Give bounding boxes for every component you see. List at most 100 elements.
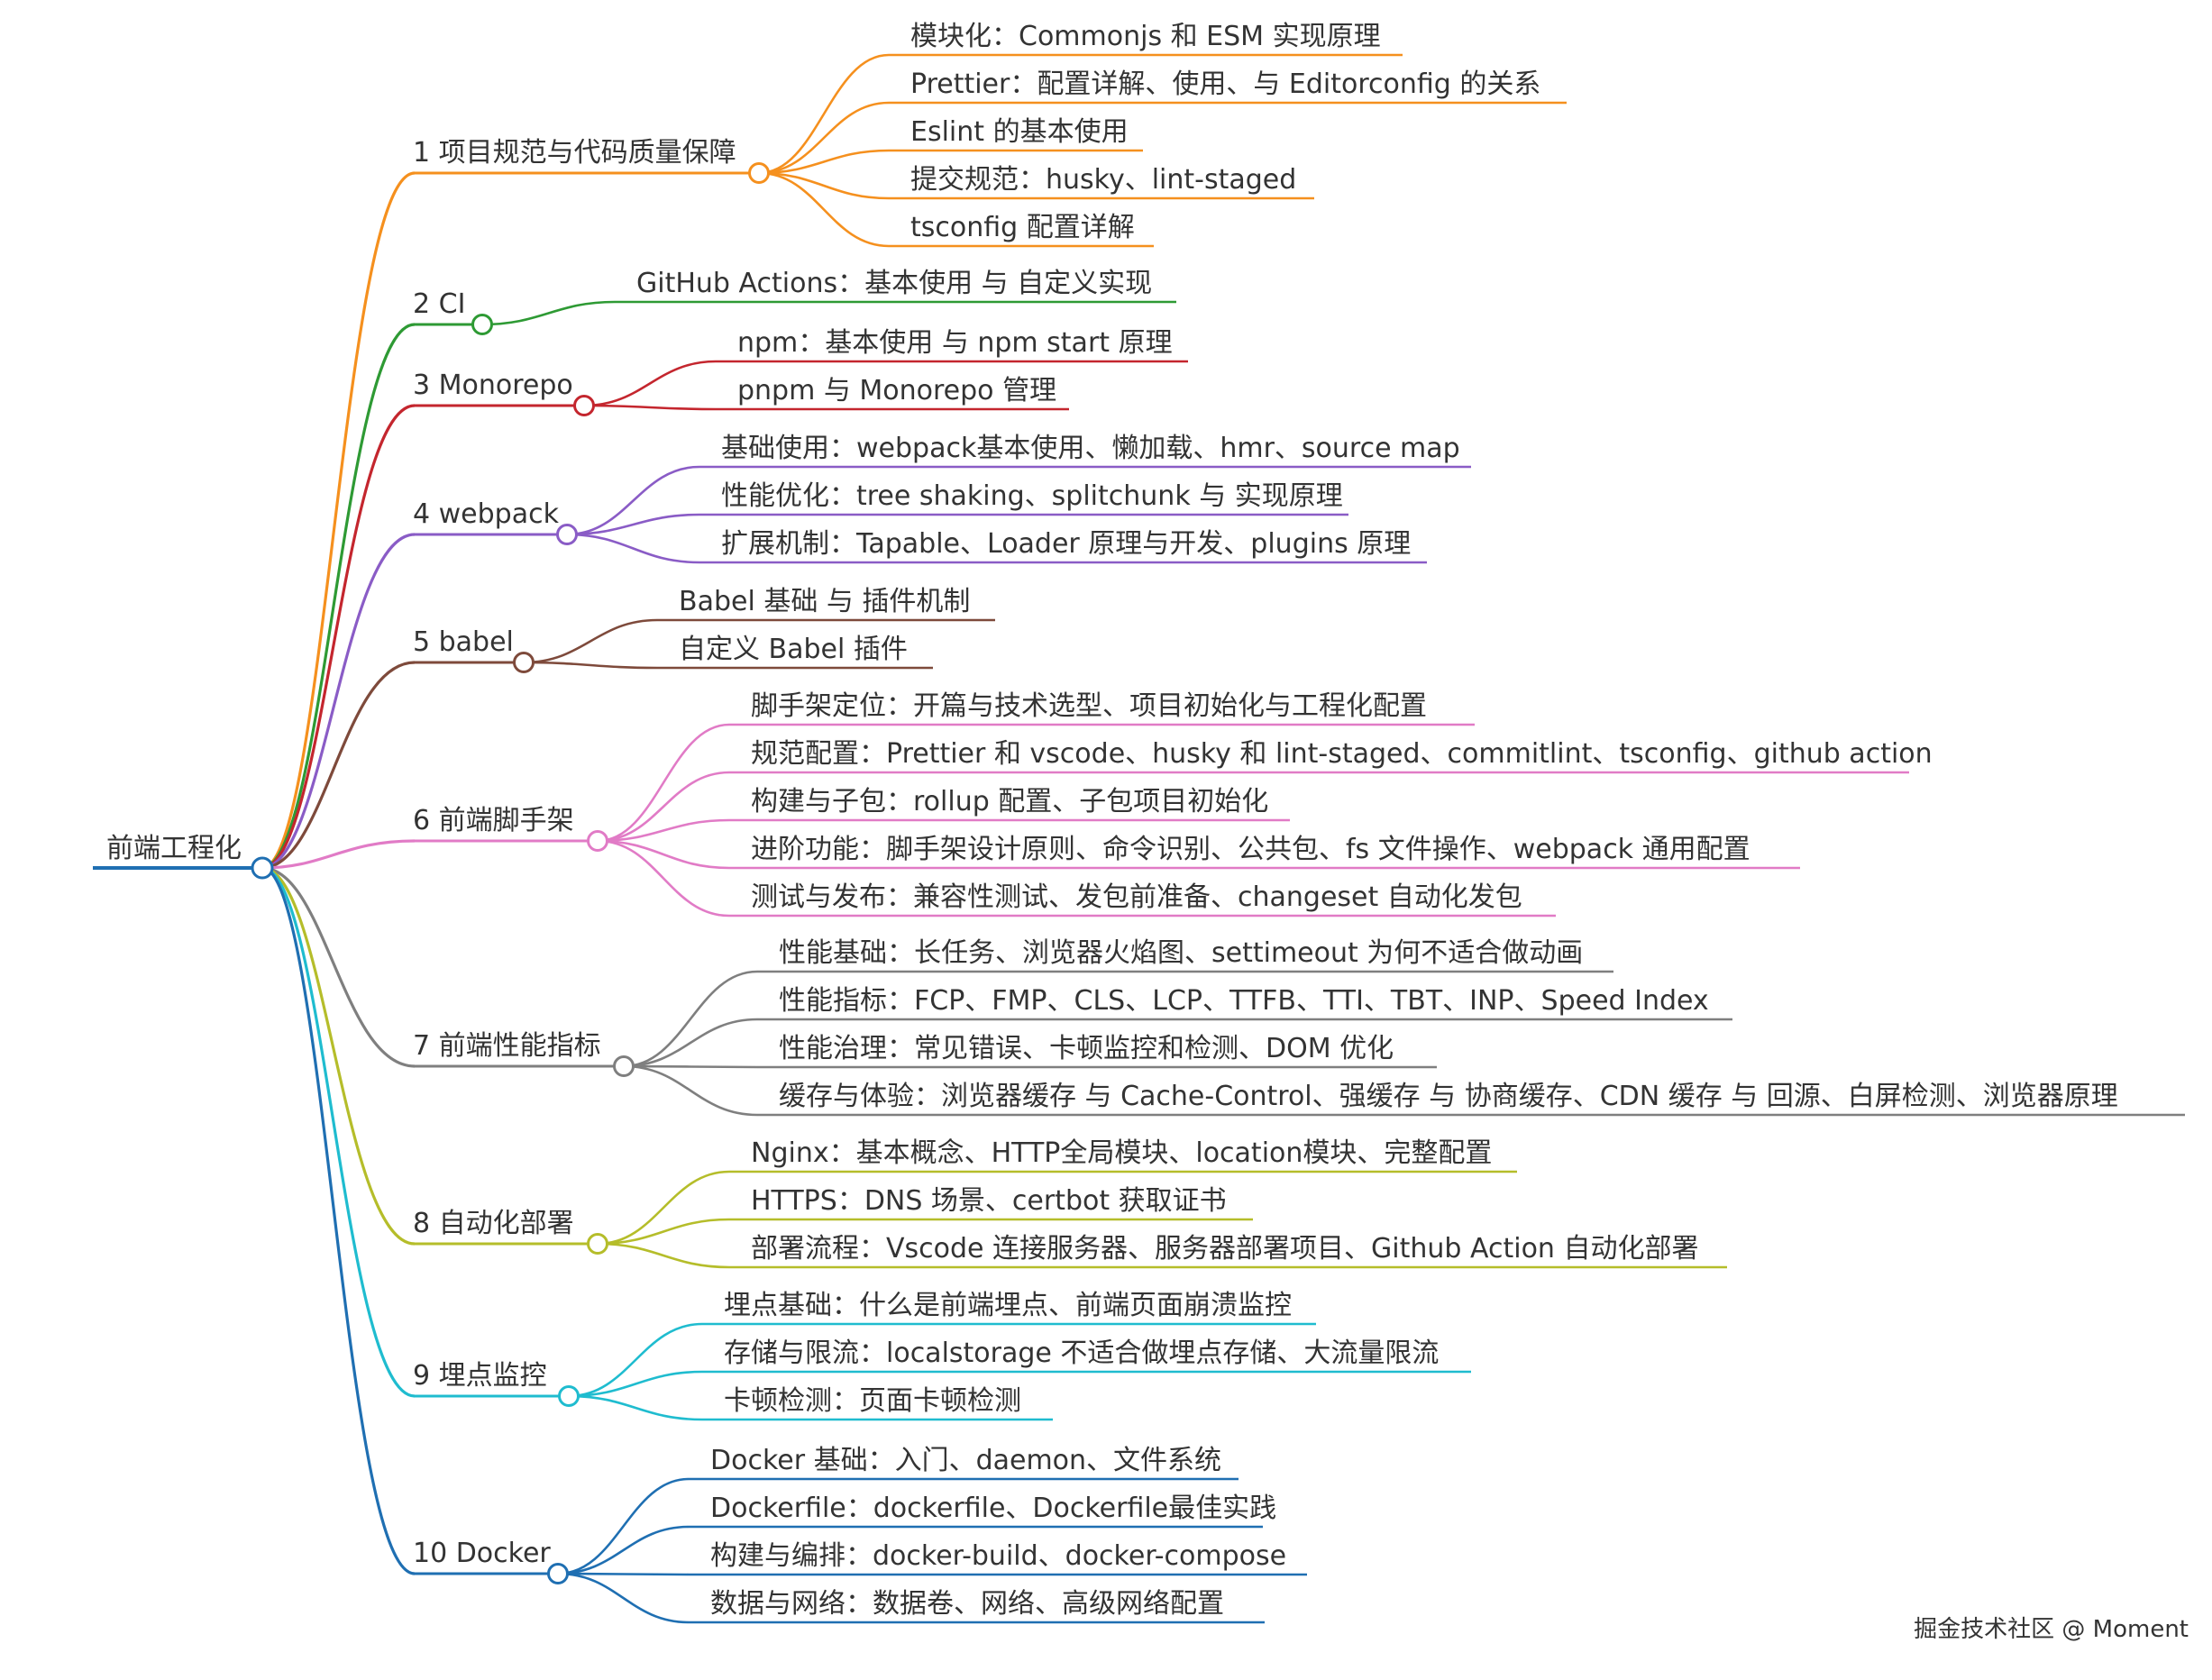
branch-6-leaf-5-connector: [597, 839, 730, 918]
branch-1-leaf-5-connector: [758, 171, 890, 248]
branch-6-leaf-5-label: 测试与发布：兼容性测试、发包前准备、changeset 自动化发包: [751, 881, 1522, 913]
branch-9-connector: [261, 866, 416, 1398]
branch-6-leaf-2-label: 规范配置：Prettier 和 vscode、husky 和 lint-stag…: [751, 738, 1933, 770]
branch-10-leaf-2-label: Dockerfile：dockerfile、Dockerfile最佳实践: [710, 1493, 1276, 1524]
branch-5-leaf-1-connector: [523, 618, 658, 664]
branch-9-label: 9 埋点监控: [413, 1360, 547, 1392]
branch-6-leaf-2-connector: [597, 771, 730, 843]
branch-10-label: 10 Docker: [413, 1538, 551, 1569]
branch-1-leaf-2-label: Prettier：配置详解、使用、与 Editorconfig 的关系: [910, 68, 1540, 100]
branch-10-leaf-4-label: 数据与网络：数据卷、网络、高级网络配置: [710, 1588, 1224, 1620]
branch-1-connector: [261, 171, 416, 870]
branch-7-collapse-toggle[interactable]: [613, 1055, 635, 1077]
branch-9-leaf-1-connector: [568, 1322, 703, 1398]
mind-map-connectors: [261, 53, 890, 1624]
branch-9-leaf-2-connector: [568, 1370, 703, 1398]
branch-1-leaf-3-connector: [758, 149, 890, 175]
branch-8-connector: [261, 866, 416, 1246]
branch-7-leaf-2-connector: [623, 1018, 758, 1068]
watermark: 掘金技术社区 @ Moment: [1914, 1616, 2189, 1643]
branch-6-leaf-3-connector: [597, 818, 730, 843]
branch-1-leaf-2-connector: [758, 101, 890, 175]
branch-1-leaf-3-label: Eslint 的基本使用: [910, 116, 1129, 148]
branch-6-leaf-4-label: 进阶功能：脚手架设计原则、命令识别、公共包、fs 文件操作、webpack 通用…: [751, 834, 1750, 865]
branch-6-label: 6 前端脚手架: [413, 805, 574, 836]
branch-3-collapse-toggle[interactable]: [573, 395, 595, 416]
branch-3-leaf-2-label: pnpm 与 Monorepo 管理: [737, 375, 1056, 406]
branch-7-connector: [261, 866, 416, 1068]
branch-9-leaf-3-connector: [568, 1394, 703, 1421]
branch-5-leaf-1-label: Babel 基础 与 插件机制: [679, 586, 970, 617]
branch-6-connector: [261, 839, 416, 870]
branch-7-leaf-3-connector: [623, 1064, 758, 1069]
branch-1-leaf-4-label: 提交规范：husky、lint-staged: [910, 164, 1296, 196]
branch-9-leaf-2-label: 存储与限流：localstorage 不适合做埋点存储、大流量限流: [724, 1338, 1439, 1369]
branch-1-label: 1 项目规范与代码质量保障: [413, 137, 736, 169]
branch-3-leaf-2-connector: [583, 404, 717, 411]
branch-4-leaf-3-label: 扩展机制：Tapable、Loader 原理与开发、plugins 原理: [721, 528, 1411, 560]
mind-map-labels: 前端工程化 1 项目规范与代码质量保障 模块化：Commonjs 和 ESM 实现原…: [106, 21, 2118, 1620]
branch-10-leaf-1-label: Docker 基础：入门、daemon、文件系统: [710, 1445, 1221, 1476]
root-node-label: 前端工程化: [106, 833, 242, 864]
branch-10-leaf-3-connector: [557, 1572, 690, 1576]
mind-map-node-circles: [251, 162, 770, 1584]
branch-8-leaf-1-label: Nginx：基本概念、HTTP全局模块、location模块、完整配置: [751, 1137, 1492, 1169]
branch-7-leaf-1-label: 性能基础：长任务、浏览器火焰图、settimeout 为何不适合做动画: [779, 937, 1583, 969]
branch-2-collapse-toggle[interactable]: [471, 314, 493, 335]
branch-8-collapse-toggle[interactable]: [587, 1233, 608, 1255]
branch-8-leaf-2-connector: [597, 1218, 730, 1246]
branch-7-leaf-2-label: 性能指标：FCP、FMP、CLS、LCP、TTFB、TTI、TBT、INP、Sp…: [779, 985, 1709, 1017]
branch-8-label: 8 自动化部署: [413, 1208, 574, 1239]
branch-4-label: 4 webpack: [413, 498, 560, 530]
branch-7-leaf-3-label: 性能治理：常见错误、卡顿监控和检测、DOM 优化: [779, 1033, 1394, 1064]
branch-10-connector: [261, 866, 416, 1575]
branch-10-leaf-1-connector: [557, 1477, 690, 1575]
branch-8-leaf-3-label: 部署流程：Vscode 连接服务器、服务器部署项目、Github Action …: [751, 1233, 1698, 1265]
branch-6-leaf-3-label: 构建与子包：rollup 配置、子包项目初始化: [751, 786, 1268, 817]
branch-2-leaf-1-connector: [481, 300, 616, 326]
branch-4-collapse-toggle[interactable]: [556, 524, 578, 545]
branch-1-leaf-1-label: 模块化：Commonjs 和 ESM 实现原理: [910, 21, 1381, 52]
branch-7-leaf-1-connector: [623, 970, 758, 1068]
branch-4-leaf-3-connector: [566, 533, 700, 564]
branch-6-leaf-1-label: 脚手架定位：开篇与技术选型、项目初始化与工程化配置: [751, 690, 1427, 722]
branch-1-collapse-toggle[interactable]: [748, 162, 770, 184]
branch-2-connector: [261, 323, 416, 870]
branch-5-connector: [261, 661, 416, 870]
branch-6-leaf-4-connector: [597, 839, 730, 870]
branch-9-leaf-1-label: 埋点基础：什么是前端埋点、前端页面崩溃监控: [724, 1290, 1292, 1321]
branch-9-collapse-toggle[interactable]: [558, 1385, 580, 1407]
branch-7-label: 7 前端性能指标: [413, 1030, 601, 1062]
branch-7-leaf-4-label: 缓存与体验：浏览器缓存 与 Cache-Control、强缓存 与 协商缓存、C…: [779, 1081, 2118, 1112]
branch-3-connector: [261, 404, 416, 870]
branch-10-leaf-4-connector: [557, 1572, 690, 1624]
branch-5-collapse-toggle[interactable]: [513, 652, 535, 673]
branch-5-label: 5 babel: [413, 626, 514, 658]
branch-2-leaf-1-label: GitHub Actions：基本使用 与 自定义实现: [636, 268, 1152, 299]
branch-10-leaf-3-label: 构建与编排：docker-build、docker-compose: [710, 1540, 1286, 1572]
branch-10-leaf-2-connector: [557, 1525, 690, 1575]
branch-8-leaf-2-label: HTTPS：DNS 场景、certbot 获取证书: [751, 1185, 1227, 1217]
branch-1-leaf-4-connector: [758, 171, 890, 200]
branch-3-leaf-1-label: npm：基本使用 与 npm start 原理: [737, 327, 1173, 359]
mind-map-underlines: [93, 53, 2185, 1624]
branch-6-leaf-1-connector: [597, 723, 730, 843]
branch-3-leaf-1-connector: [583, 360, 717, 407]
branch-4-leaf-2-label: 性能优化：tree shaking、splitchunk 与 实现原理: [721, 480, 1343, 512]
branch-5-leaf-2-connector: [523, 661, 658, 670]
branch-2-label: 2 CI: [413, 288, 465, 320]
branch-1-leaf-1-connector: [758, 53, 890, 175]
branch-6-collapse-toggle[interactable]: [587, 830, 608, 852]
branch-3-label: 3 Monorepo: [413, 370, 573, 401]
branch-8-leaf-1-connector: [597, 1170, 730, 1246]
branch-7-leaf-4-connector: [623, 1064, 758, 1117]
branch-9-leaf-3-label: 卡顿检测：页面卡顿检测: [724, 1385, 1021, 1417]
branch-10-collapse-toggle[interactable]: [547, 1563, 569, 1584]
root-collapse-toggle[interactable]: [251, 856, 274, 880]
branch-4-leaf-1-connector: [566, 465, 700, 536]
branch-4-connector: [261, 533, 416, 870]
branch-5-leaf-2-label: 自定义 Babel 插件: [679, 634, 908, 665]
branch-8-leaf-3-connector: [597, 1242, 730, 1269]
branch-4-leaf-2-connector: [566, 513, 700, 536]
